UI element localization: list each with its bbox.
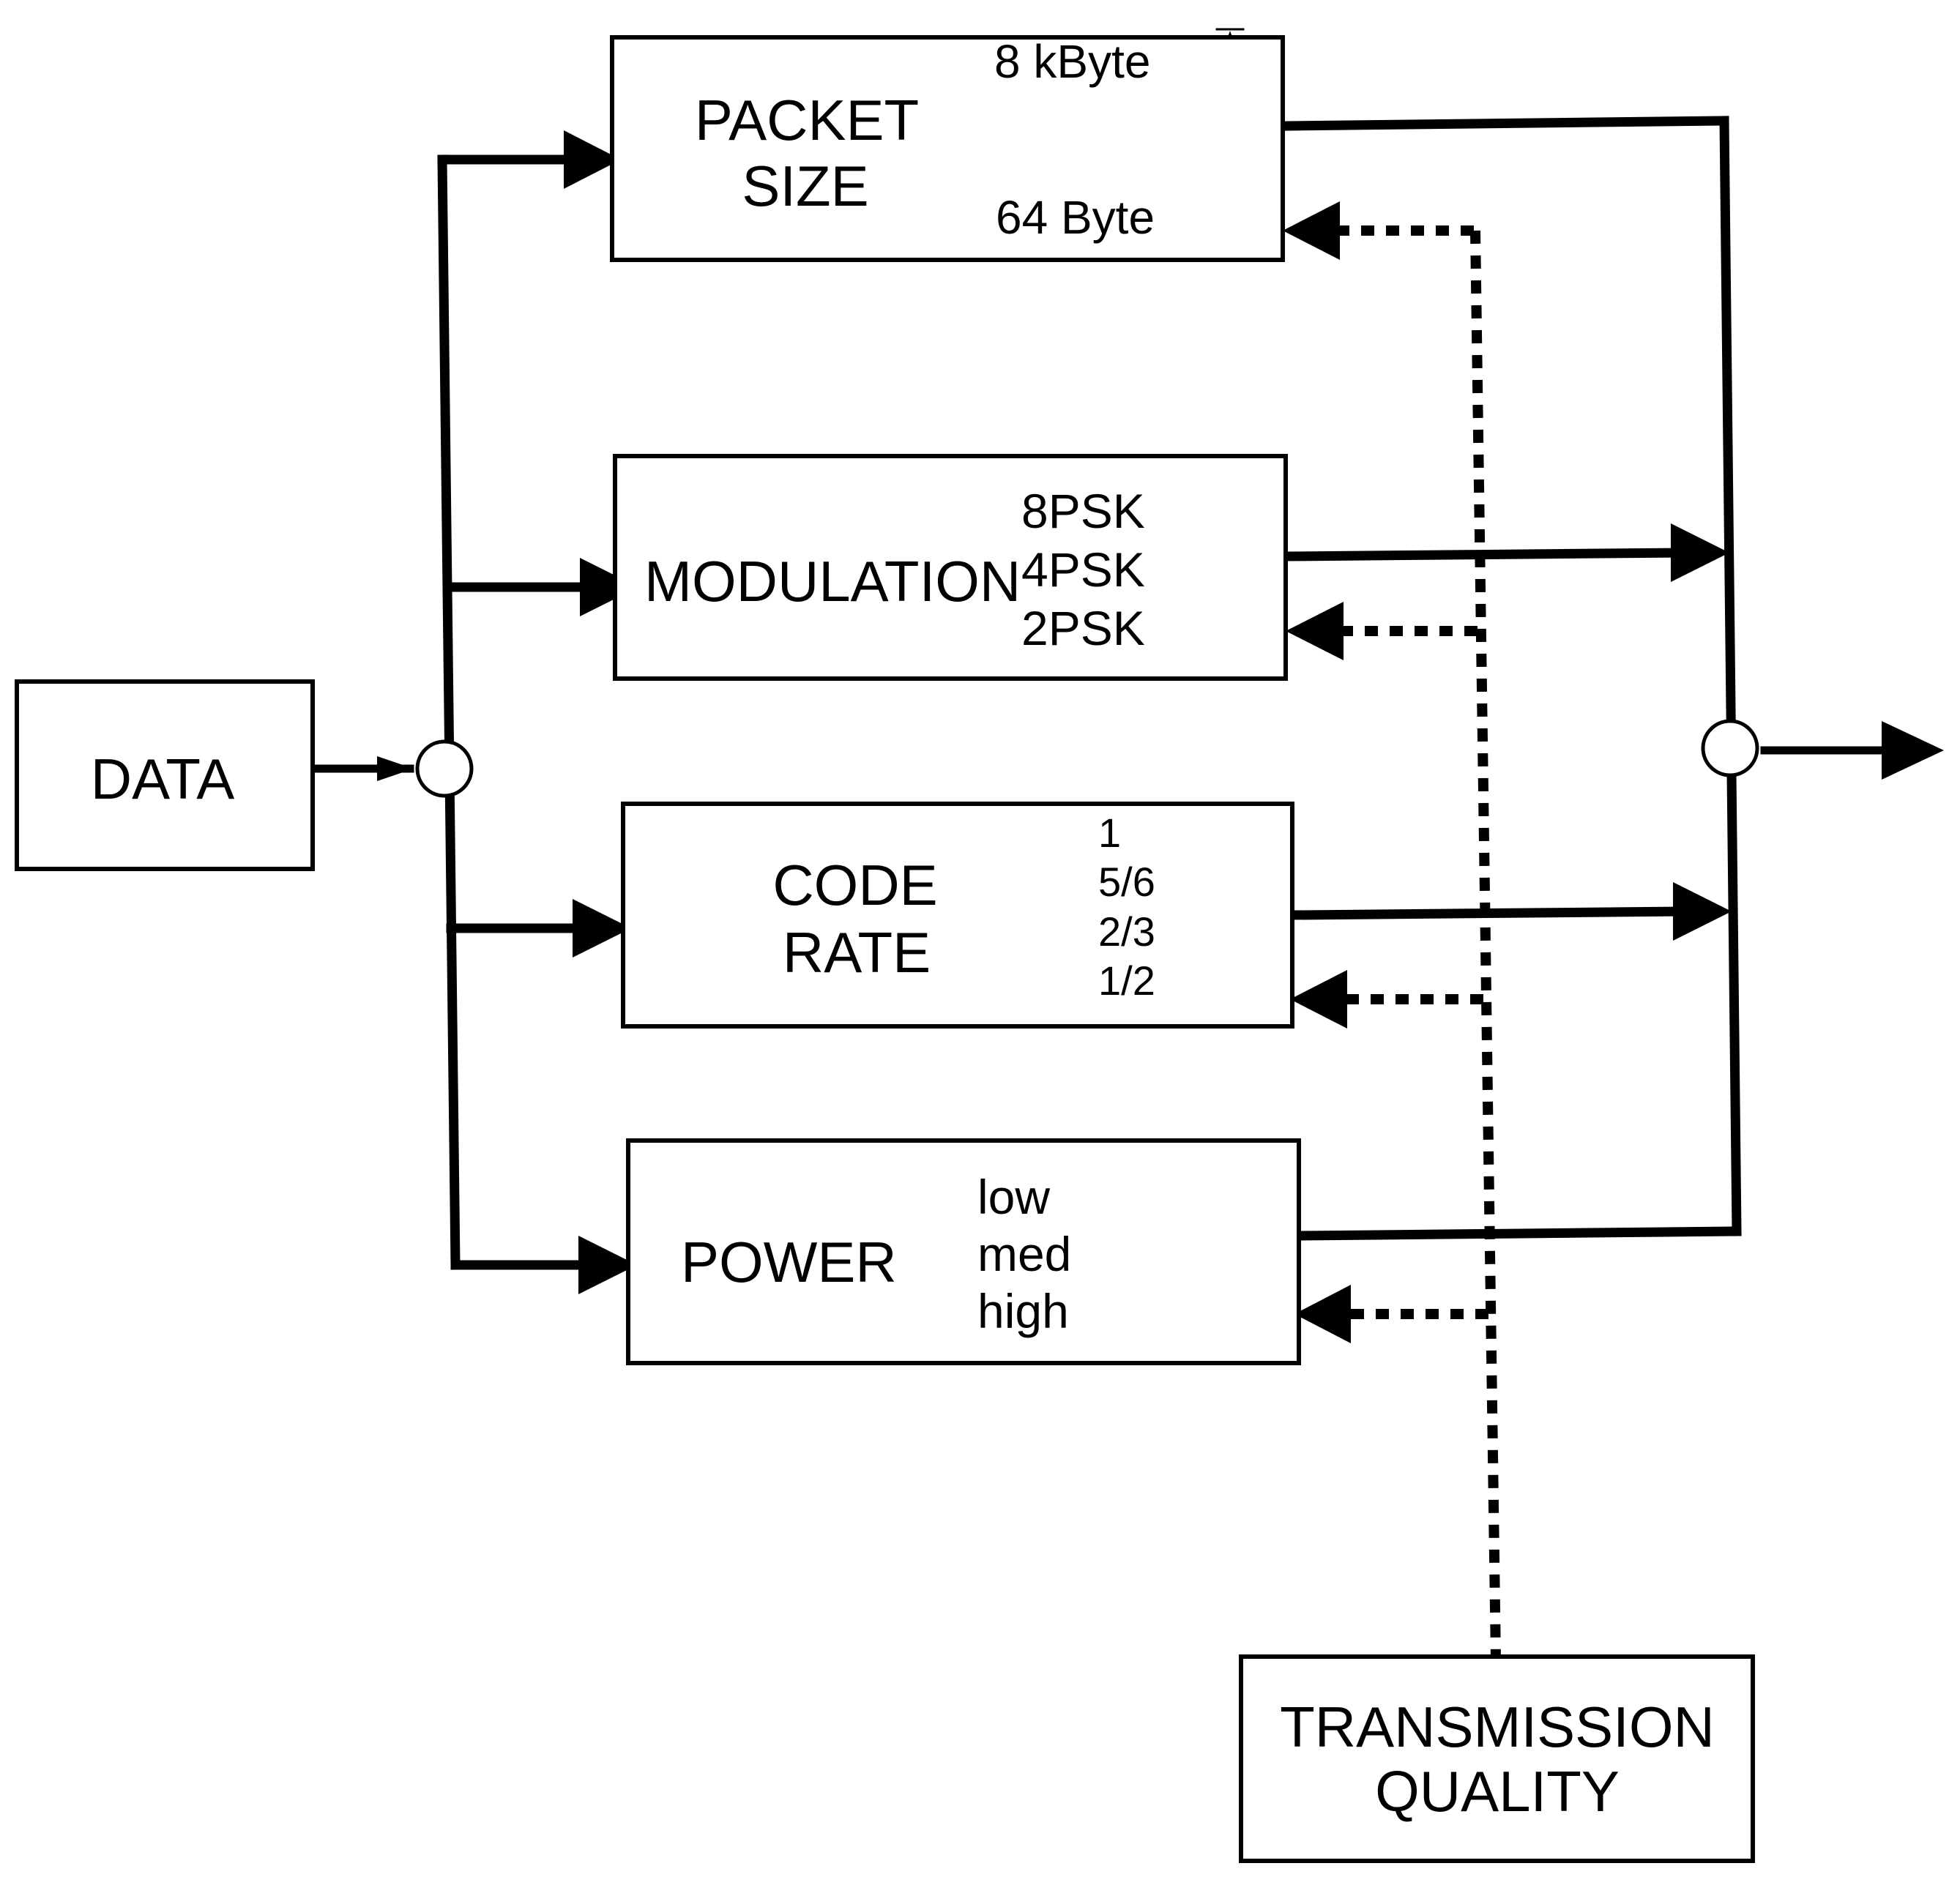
wire-power-out <box>1303 1231 1737 1236</box>
arrow-feedback-modulation <box>1286 602 1344 660</box>
transmission-quality-title-line2: QUALITY <box>1375 1763 1620 1820</box>
output-bus <box>1724 121 1737 1231</box>
arrow-modulation-to-bus <box>1671 523 1729 582</box>
power-option-low: low <box>977 1173 1050 1221</box>
arrow-data-to-splitter <box>377 756 414 781</box>
code-rate-option-5-6: 5/6 <box>1098 862 1155 903</box>
transmission-quality-title-line1: TRANSMISSION <box>1280 1698 1715 1755</box>
wire-packet-size-out <box>1289 121 1724 126</box>
input-bus <box>442 160 455 1265</box>
wire-code-rate-out <box>1297 911 1684 915</box>
data-label: DATA <box>91 750 234 807</box>
packet-size-range-bottom: 64 Byte <box>996 194 1155 241</box>
modulation-option-4psk: 4PSK <box>1021 545 1145 594</box>
code-rate-title-line1: CODE <box>772 856 937 914</box>
packet-size-range-top: 8 kByte <box>994 38 1150 85</box>
output-combiner-node <box>1703 721 1757 775</box>
arrow-feedback-power <box>1294 1285 1351 1343</box>
feedback-trunk <box>1475 231 1496 1660</box>
arrow-code-rate-to-bus <box>1673 882 1732 941</box>
code-rate-option-1-2: 1/2 <box>1098 960 1155 1001</box>
power-option-med: med <box>977 1230 1071 1278</box>
wire-modulation-out <box>1290 553 1684 556</box>
code-rate-block <box>621 802 1294 1029</box>
arrow-output <box>1882 721 1944 780</box>
modulation-option-2psk: 2PSK <box>1021 604 1145 652</box>
power-option-high: high <box>977 1287 1069 1335</box>
packet-size-title-line2: SIZE <box>742 157 868 214</box>
packet-size-title-line1: PACKET <box>695 92 919 149</box>
modulation-title: MODULATION <box>644 553 1021 610</box>
power-title: POWER <box>681 1233 897 1291</box>
code-rate-title-line2: RATE <box>783 924 931 981</box>
modulation-option-8psk: 8PSK <box>1021 487 1145 535</box>
arrow-feedback-packet-size <box>1283 201 1340 260</box>
arrow-feedback-code-rate <box>1290 970 1347 1029</box>
input-splitter-node <box>417 742 472 796</box>
code-rate-option-1: 1 <box>1098 813 1121 854</box>
code-rate-option-2-3: 2/3 <box>1098 911 1155 952</box>
